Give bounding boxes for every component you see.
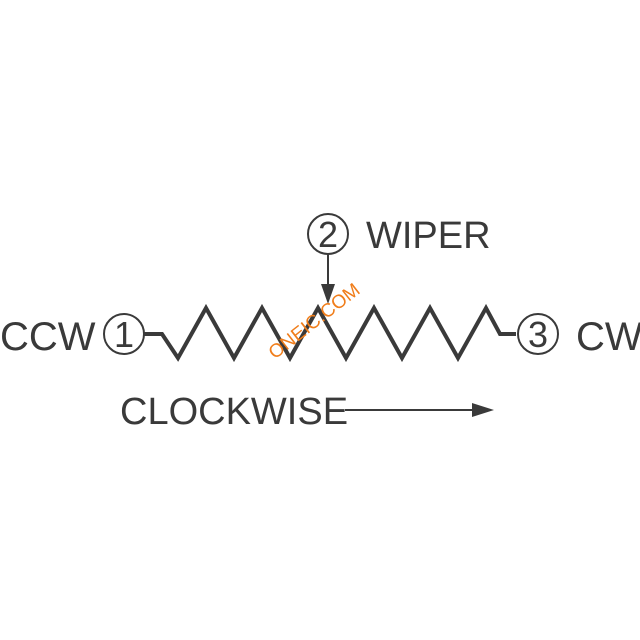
pin-1-number: 1: [114, 314, 134, 355]
pin-2-number: 2: [318, 214, 338, 255]
clockwise-arrowhead: [472, 403, 494, 417]
wiper-label: WIPER: [366, 215, 491, 257]
resistor-zigzag: [144, 303, 516, 363]
ccw-label: CCW: [0, 315, 96, 359]
pin-3-circle: [517, 313, 559, 355]
pin-3-number: 3: [528, 314, 548, 355]
wiper-arrowhead: [321, 284, 335, 304]
clockwise-label: CLOCKWISE: [120, 391, 348, 433]
cw-label: CW: [576, 315, 640, 359]
